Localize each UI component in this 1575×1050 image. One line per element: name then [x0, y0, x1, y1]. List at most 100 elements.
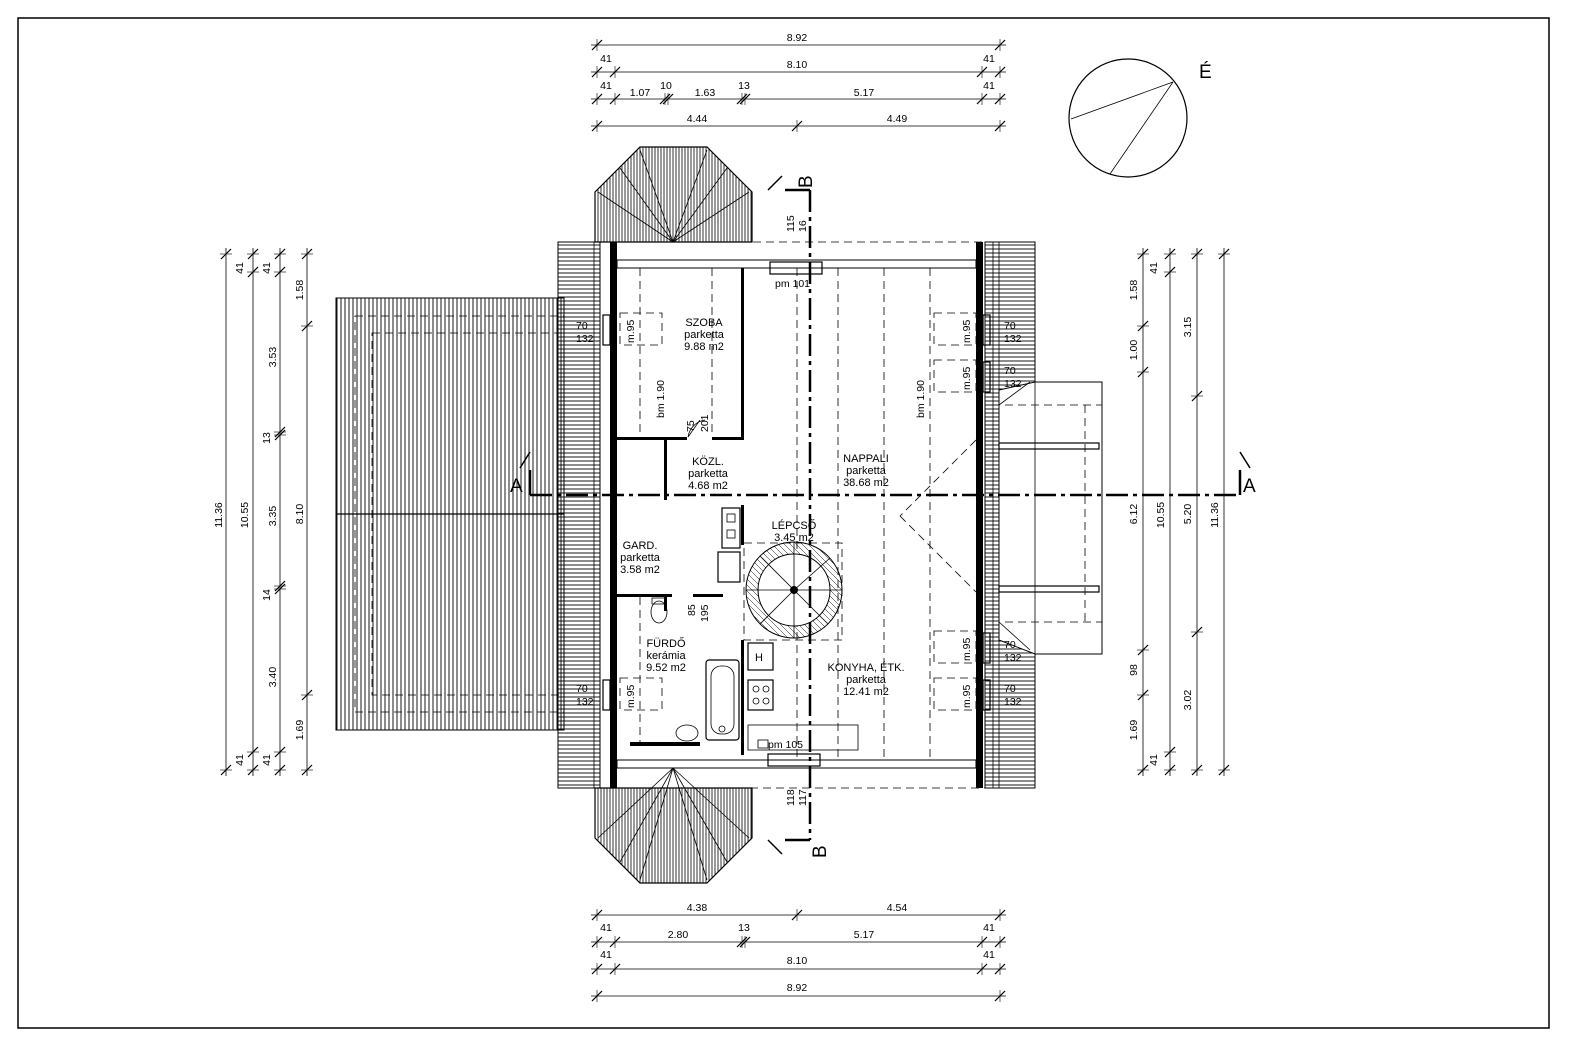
- room-szoba-floor: parketta: [684, 329, 725, 341]
- dim-left-seg: 3.35: [267, 506, 279, 527]
- dim-top-seg: 5.17: [854, 87, 875, 99]
- room-nappali-floor: parketta: [846, 465, 887, 477]
- dim-right-seg: 6.12: [1128, 504, 1140, 525]
- section-b-top-label: B: [796, 175, 817, 188]
- spiral-staircase: [743, 541, 843, 641]
- dim-left-seg: 3.53: [267, 347, 279, 368]
- window-width-label: 70: [1004, 683, 1016, 695]
- room-konyha-floor: parketta: [846, 674, 887, 686]
- dim-top-inner: 8.10: [787, 59, 808, 71]
- top-dimensions: 8.92 41 8.10 41 41 1.07 10 1.63 13 5.17 …: [600, 32, 995, 125]
- dim-left-seg: 3.40: [267, 667, 279, 688]
- door-195-label: 195: [699, 604, 711, 622]
- dim-right-wall: 41: [1148, 262, 1160, 274]
- room-kozl-floor: parketta: [688, 468, 729, 480]
- door-201-label: 201: [699, 414, 711, 432]
- north-arrow: É: [1068, 58, 1212, 178]
- door-75-label: 75: [685, 420, 697, 432]
- dim-top-wall: 41: [983, 53, 995, 65]
- dim-bottom-inner: 8.10: [787, 955, 808, 967]
- dim-bottom-wall: 41: [983, 922, 995, 934]
- dim-right-overall: 11.36: [1209, 502, 1221, 528]
- dim-left-roof: 1.58: [294, 280, 306, 301]
- dim-top-half: 4.49: [887, 113, 908, 125]
- kitchen-fixtures: H: [747, 642, 859, 751]
- section-b: B B 115 16 118 117: [767, 175, 831, 858]
- left-dimensions: 11.36 41 10.55 41 41 3.53 13 3.35 14 3.4…: [213, 262, 306, 766]
- dim-left-inner: 10.55: [239, 502, 251, 528]
- dim-bottom-wall: 41: [600, 922, 612, 934]
- section-a: A A: [510, 451, 1256, 497]
- room-furdo-name: FÜRDŐ: [646, 636, 686, 650]
- bottom-dormer-roof: [594, 767, 753, 884]
- heater-label: H: [755, 652, 763, 664]
- pm-bottom-label: pm 105: [768, 739, 803, 751]
- room-kozl-name: KÖZL.: [692, 456, 724, 468]
- window-sill-label: m.95: [961, 684, 973, 708]
- dim-top-half: 4.44: [687, 113, 708, 125]
- dim-right-seg: 3.02: [1182, 690, 1194, 711]
- dim-right-inner: 10.55: [1155, 502, 1167, 528]
- dim-top-seg: 13: [738, 80, 750, 92]
- dim-top-overall: 8.92: [787, 32, 808, 44]
- window-sill-label: m.95: [625, 319, 637, 343]
- dim-top-wall: 41: [600, 80, 612, 92]
- door-85-label: 85: [686, 604, 698, 616]
- bottom-dimensions: 4.38 4.54 41 2.80 13 5.17 41 41 8.10 41 …: [600, 902, 995, 994]
- room-gard-name: GARD.: [623, 540, 658, 552]
- dim-bottom-half: 4.38: [687, 902, 708, 914]
- window-height-label: 132: [1004, 652, 1022, 664]
- dim-left-roof: 8.10: [294, 504, 306, 525]
- dim-left-wall: 41: [261, 262, 273, 274]
- window-sill-label: m.95: [961, 319, 973, 343]
- dim-bottom-half: 4.54: [887, 902, 908, 914]
- dim-right-seg: 1.58: [1128, 280, 1140, 301]
- room-furdo-area: 9.52 m2: [646, 662, 686, 674]
- room-szoba-name: SZOBA: [685, 317, 723, 329]
- bathroom-fixtures: [650, 507, 741, 742]
- window-width-label: 70: [576, 320, 588, 332]
- dim-bottom-seg: 2.80: [668, 929, 689, 941]
- dim-left-seg: 13: [261, 432, 273, 444]
- dim-right-seg: 1.00: [1128, 340, 1140, 361]
- right-dimensions: 1.58 1.00 6.12 98 1.69 41 10.55 41 3.15 …: [1128, 262, 1221, 766]
- dim-left-seg: 14: [261, 589, 273, 601]
- right-windows: 70 132 70 132 70 132 70 132 m.95 m.95 m.…: [933, 312, 1022, 711]
- roof-window-bottom: [767, 753, 821, 767]
- section-b-bottom-label: B: [810, 845, 831, 858]
- dim-right-seg: 5.20: [1182, 504, 1194, 525]
- window-height-label: 132: [1004, 333, 1022, 345]
- bm-left-label: bm 1.90: [655, 380, 667, 418]
- left-roof: [335, 297, 565, 731]
- bm-right-label: bm 1.90: [915, 380, 927, 418]
- window-width-label: 70: [1004, 639, 1016, 651]
- room-gard-floor: parketta: [620, 552, 661, 564]
- window-height-label: 132: [576, 333, 594, 345]
- room-kozl-area: 4.68 m2: [688, 480, 728, 492]
- left-windows: 70 132 m.95 70 132 m.95: [576, 312, 663, 711]
- dim-bottom-seg: 13: [738, 922, 750, 934]
- door-swing: [687, 419, 706, 438]
- b-top-16: 16: [797, 220, 809, 232]
- section-a-left-label: A: [510, 476, 523, 497]
- dim-bottom-seg: 5.17: [854, 929, 875, 941]
- dim-bottom-wall: 41: [600, 949, 612, 961]
- dim-right-seg: 1.69: [1128, 720, 1140, 741]
- window-height-label: 132: [576, 696, 594, 708]
- dim-top-seg: 1.07: [630, 87, 651, 99]
- dim-top-seg: 1.63: [695, 87, 716, 99]
- dim-top-wall: 41: [600, 53, 612, 65]
- north-label: É: [1199, 62, 1212, 83]
- room-konyha-name: KONYHA, ÉTK.: [827, 661, 904, 674]
- window-sill-label: m.95: [625, 684, 637, 708]
- dim-left-wall: 41: [234, 754, 246, 766]
- section-a-right-label: A: [1243, 476, 1256, 497]
- window-width-label: 70: [576, 683, 588, 695]
- room-labels: SZOBA parketta 9.88 m2 KÖZL. parketta 4.…: [620, 317, 904, 698]
- dimension-lines: [220, 39, 1230, 1002]
- pm-top-label: pm 101: [775, 278, 810, 290]
- room-nappali-area: 38.68 m2: [843, 477, 889, 489]
- right-balcony: [998, 381, 1103, 655]
- dim-top-seg: 10: [660, 80, 672, 92]
